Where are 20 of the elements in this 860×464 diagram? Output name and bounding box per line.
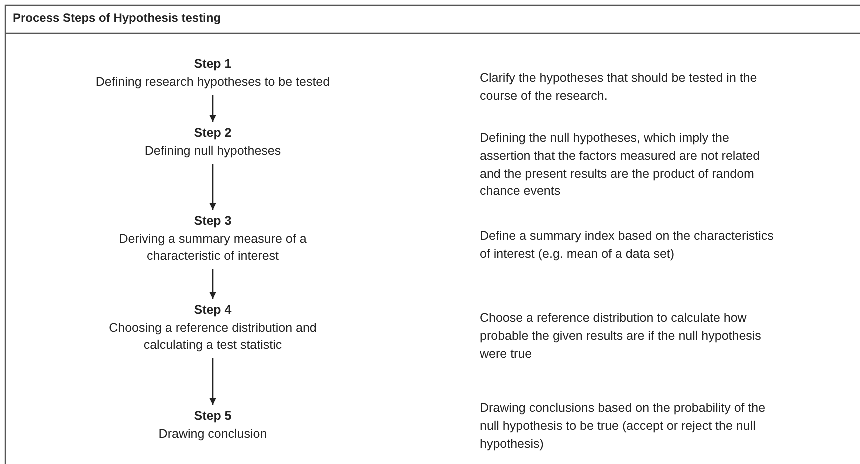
step-description: Choosing a reference distribution and calculating a test statistic xyxy=(108,320,318,354)
step-explanation: Clarify the hypotheses that should be tested in the course of the research. xyxy=(480,70,758,105)
step-heading: Step 1 xyxy=(194,56,232,73)
step-heading: Step 3 xyxy=(194,213,232,230)
step-explanation: Define a summary index based on the characteristics of interest (e.g. mean of a data set) xyxy=(480,228,775,263)
step-description: Deriving a summary measure of a characteristic of interest xyxy=(118,230,308,265)
step-heading: Step 4 xyxy=(194,302,232,319)
step-explanation: Defining the null hypotheses, which imply the assertion that the factors measured are not related and the present results are the product of random chance events xyxy=(480,130,762,200)
arrow xyxy=(210,164,216,210)
step-heading: Step 2 xyxy=(194,125,232,142)
arrow xyxy=(210,358,216,405)
step-explanation: Drawing conclusions based on the probability of the null hypothesis to be true (accept or reject the null hypothesis) xyxy=(480,400,767,453)
step-description: Defining null hypotheses xyxy=(144,142,282,160)
step-explanation: Choose a reference distribution to calculate how probable the given results are if the null hypothesis were true xyxy=(480,310,762,363)
table-title: Process Steps of Hypothesis testing xyxy=(13,11,222,25)
arrow xyxy=(210,95,216,122)
step-heading: Step 5 xyxy=(194,408,232,425)
step-description: Drawing conclusion xyxy=(158,426,268,443)
arrow xyxy=(210,270,216,299)
step-description: Defining research hypotheses to be tested xyxy=(96,74,330,91)
